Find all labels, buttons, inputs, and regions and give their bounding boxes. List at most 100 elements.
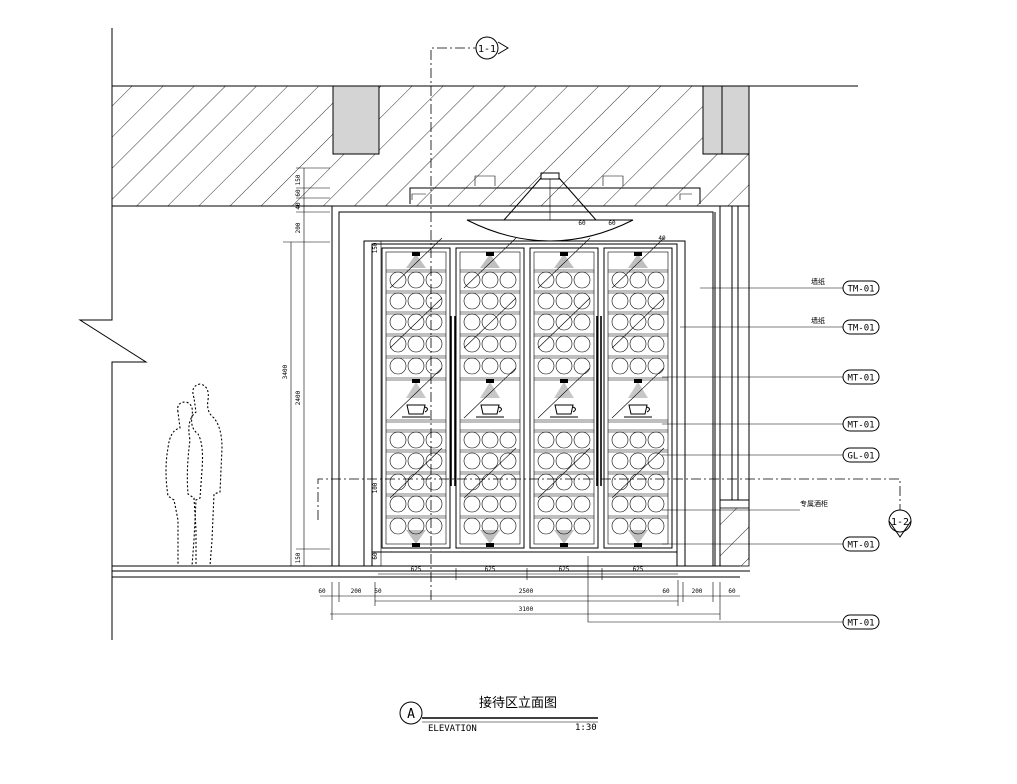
wine-bottle-end <box>629 292 647 310</box>
wine-bottle-end <box>463 452 481 470</box>
wine-bottle-end <box>573 292 591 310</box>
wine-bottle-end <box>463 473 481 491</box>
cabinet-spotlight <box>554 379 574 398</box>
wine-bottle-end <box>555 335 573 353</box>
wine-bottle-end <box>611 495 629 513</box>
dim-bottom-200b: 200 <box>692 588 703 595</box>
material-tag: MT-01 <box>842 416 880 432</box>
wine-bottle-end <box>555 313 573 331</box>
wine-bottle-end <box>611 313 629 331</box>
wine-bottle-end <box>481 495 499 513</box>
wine-bottle-end <box>407 452 425 470</box>
dim-cab-100: 100 <box>372 482 379 493</box>
dim-left-200: 200 <box>295 222 302 233</box>
wine-bottle-end <box>573 431 591 449</box>
wine-bottle-end <box>499 292 517 310</box>
wine-bottle-end <box>647 357 665 375</box>
wine-bottle-end <box>573 517 591 535</box>
wine-bottle-end <box>573 335 591 353</box>
wine-bottle-end <box>573 271 591 289</box>
dim-panel-3: 625 <box>559 566 570 573</box>
dim-bottom-50: 50 <box>374 588 382 595</box>
wine-bottle-end <box>611 452 629 470</box>
wine-bottle-end <box>537 335 555 353</box>
wine-bottle-end <box>537 271 555 289</box>
horizontal-dimensions <box>320 568 740 620</box>
wine-bottle-end <box>629 357 647 375</box>
wine-bottle-end <box>629 495 647 513</box>
leader-note-wallpaper-1: 墙纸 <box>811 277 825 286</box>
wine-bottle-end <box>499 473 517 491</box>
coffee-cup-icon <box>476 404 504 418</box>
dim-panel-1: 625 <box>411 566 422 573</box>
dim-bottom-200a: 200 <box>351 588 362 595</box>
wine-bottle-end <box>499 335 517 353</box>
wine-bottle-end <box>555 517 573 535</box>
material-tag-label: TM-01 <box>847 324 874 334</box>
wine-bottle-end <box>463 313 481 331</box>
wine-bottle-end <box>611 271 629 289</box>
vertical-dimensions <box>283 167 382 567</box>
material-tag-label: GL-01 <box>847 452 874 462</box>
wine-bottle-end <box>463 357 481 375</box>
wine-bottle-end <box>555 473 573 491</box>
wine-bottle-end <box>425 357 443 375</box>
wine-bottle-end <box>425 452 443 470</box>
wine-bottle-end <box>611 335 629 353</box>
wine-bottle-end <box>407 271 425 289</box>
wine-bottle-end <box>389 313 407 331</box>
wine-bottle-end <box>425 292 443 310</box>
section-line-1-2: 1-2 <box>317 478 912 538</box>
wine-bottle-end <box>463 431 481 449</box>
wine-bottle-end <box>647 271 665 289</box>
wine-bottle-end <box>555 452 573 470</box>
wine-bottle-end <box>537 357 555 375</box>
cabinet-downlight <box>554 252 574 268</box>
material-tag-label: MT-01 <box>847 619 874 629</box>
wine-bottle-end <box>573 357 591 375</box>
wine-bottle-end <box>647 313 665 331</box>
material-tag-label: MT-01 <box>847 374 874 384</box>
wine-bottle-end <box>537 495 555 513</box>
dim-top-40: 40 <box>658 235 666 242</box>
wine-bottle-end <box>481 473 499 491</box>
dim-bottom-60c: 60 <box>728 588 736 595</box>
wine-bottle-end <box>481 335 499 353</box>
leader-note-wallpaper-2: 墙纸 <box>811 316 825 325</box>
drawing-scale: 1:30 <box>575 723 597 733</box>
wine-bottle-end <box>481 452 499 470</box>
leader-note-wine-cabinet: 专属酒柜 <box>800 499 828 508</box>
dim-panel-4: 625 <box>633 566 644 573</box>
wine-bottle-end <box>425 313 443 331</box>
wine-bottle-end <box>389 473 407 491</box>
wine-bottle-end <box>647 452 665 470</box>
cabinet-uplight <box>480 530 500 547</box>
wine-bottle-end <box>647 335 665 353</box>
cabinet-panel <box>455 237 525 549</box>
wine-bottle-end <box>573 495 591 513</box>
dim-cabinet-width: 2500 <box>519 588 534 595</box>
wine-bottle-end <box>481 292 499 310</box>
cabinet-spotlight <box>628 379 648 398</box>
wine-bottle-end <box>537 431 555 449</box>
view-marker: A <box>407 707 415 722</box>
cabinet-uplight <box>406 530 426 547</box>
annotation-leaders <box>587 287 843 623</box>
wine-bottle-end <box>555 357 573 375</box>
cabinet-downlight <box>406 252 426 268</box>
cabinet-downlight <box>628 252 648 268</box>
wine-bottle-end <box>425 473 443 491</box>
wine-bottle-end <box>407 335 425 353</box>
cabinet-uplight <box>554 530 574 547</box>
material-tag: MT-01 <box>842 536 880 552</box>
wine-bottle-end <box>611 517 629 535</box>
dim-cab-150: 150 <box>372 242 379 253</box>
wine-bottle-end <box>629 335 647 353</box>
structural-column-left <box>332 85 380 155</box>
material-tag-label: MT-01 <box>847 421 874 431</box>
wine-bottle-end <box>537 452 555 470</box>
wine-bottle-end <box>629 452 647 470</box>
wine-bottle-end <box>463 292 481 310</box>
wine-bottle-end <box>463 517 481 535</box>
